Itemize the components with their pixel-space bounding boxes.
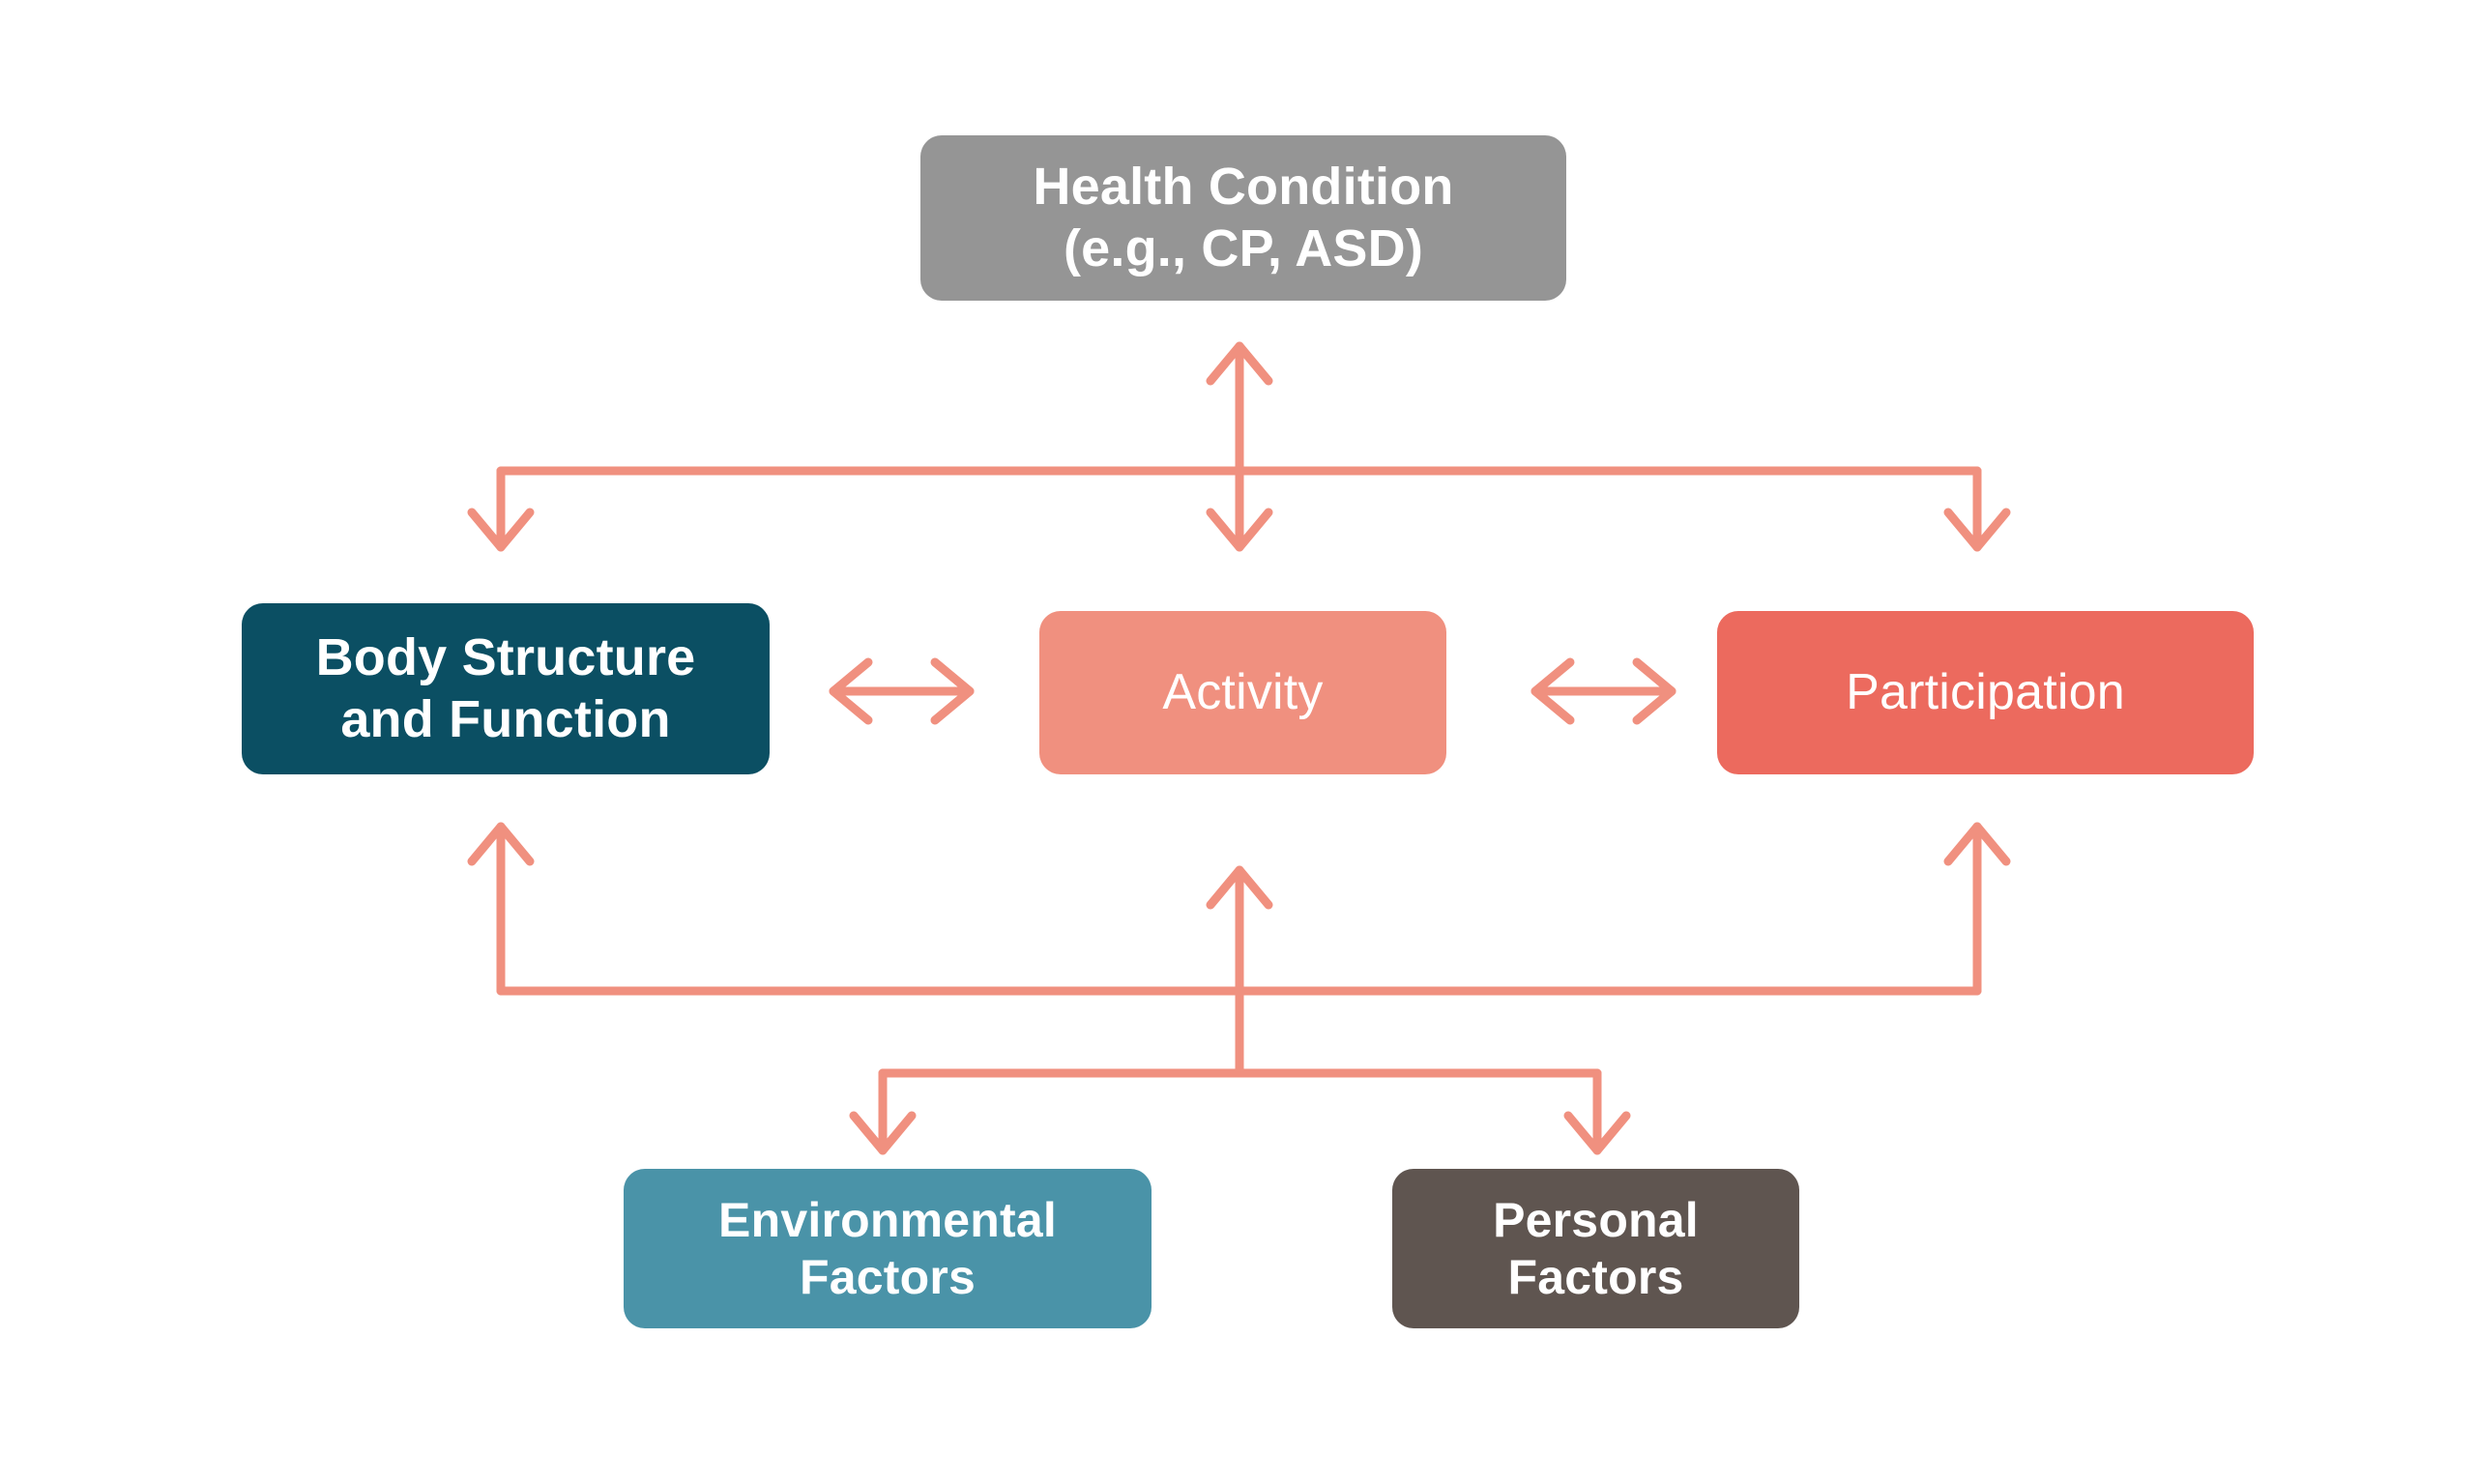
riser-arrowhead-participation bbox=[1943, 822, 2011, 866]
drop-arrowhead-personal-factors bbox=[1563, 1111, 1631, 1155]
body-activity-arrowhead-right bbox=[930, 657, 975, 725]
riser-arrowhead-activity bbox=[1206, 865, 1273, 910]
node-health-condition[interactable]: Health Condition (e.g., CP, ASD) bbox=[920, 135, 1566, 301]
health-condition-up-arrowhead bbox=[1206, 341, 1273, 386]
activity-participation-arrowhead-right bbox=[1632, 657, 1676, 725]
activity-participation-arrowhead-left bbox=[1531, 657, 1575, 725]
riser-arrowhead-body-structure bbox=[467, 822, 535, 866]
drop-arrowhead-environmental-factors bbox=[849, 1111, 917, 1155]
body-activity-arrowhead-left bbox=[829, 657, 873, 725]
node-body-structure-and-function[interactable]: Body Structure and Function bbox=[242, 603, 770, 774]
node-personal-factors[interactable]: Personal Factors bbox=[1392, 1169, 1799, 1328]
node-environmental-factors[interactable]: Environmental Factors bbox=[624, 1169, 1152, 1328]
node-participation[interactable]: Participation bbox=[1717, 611, 2254, 774]
drop-arrowhead-participation bbox=[1943, 508, 2011, 552]
node-activity[interactable]: Activity bbox=[1039, 611, 1446, 774]
drop-arrowhead-body-structure bbox=[467, 508, 535, 552]
drop-arrowhead-activity bbox=[1206, 508, 1273, 552]
